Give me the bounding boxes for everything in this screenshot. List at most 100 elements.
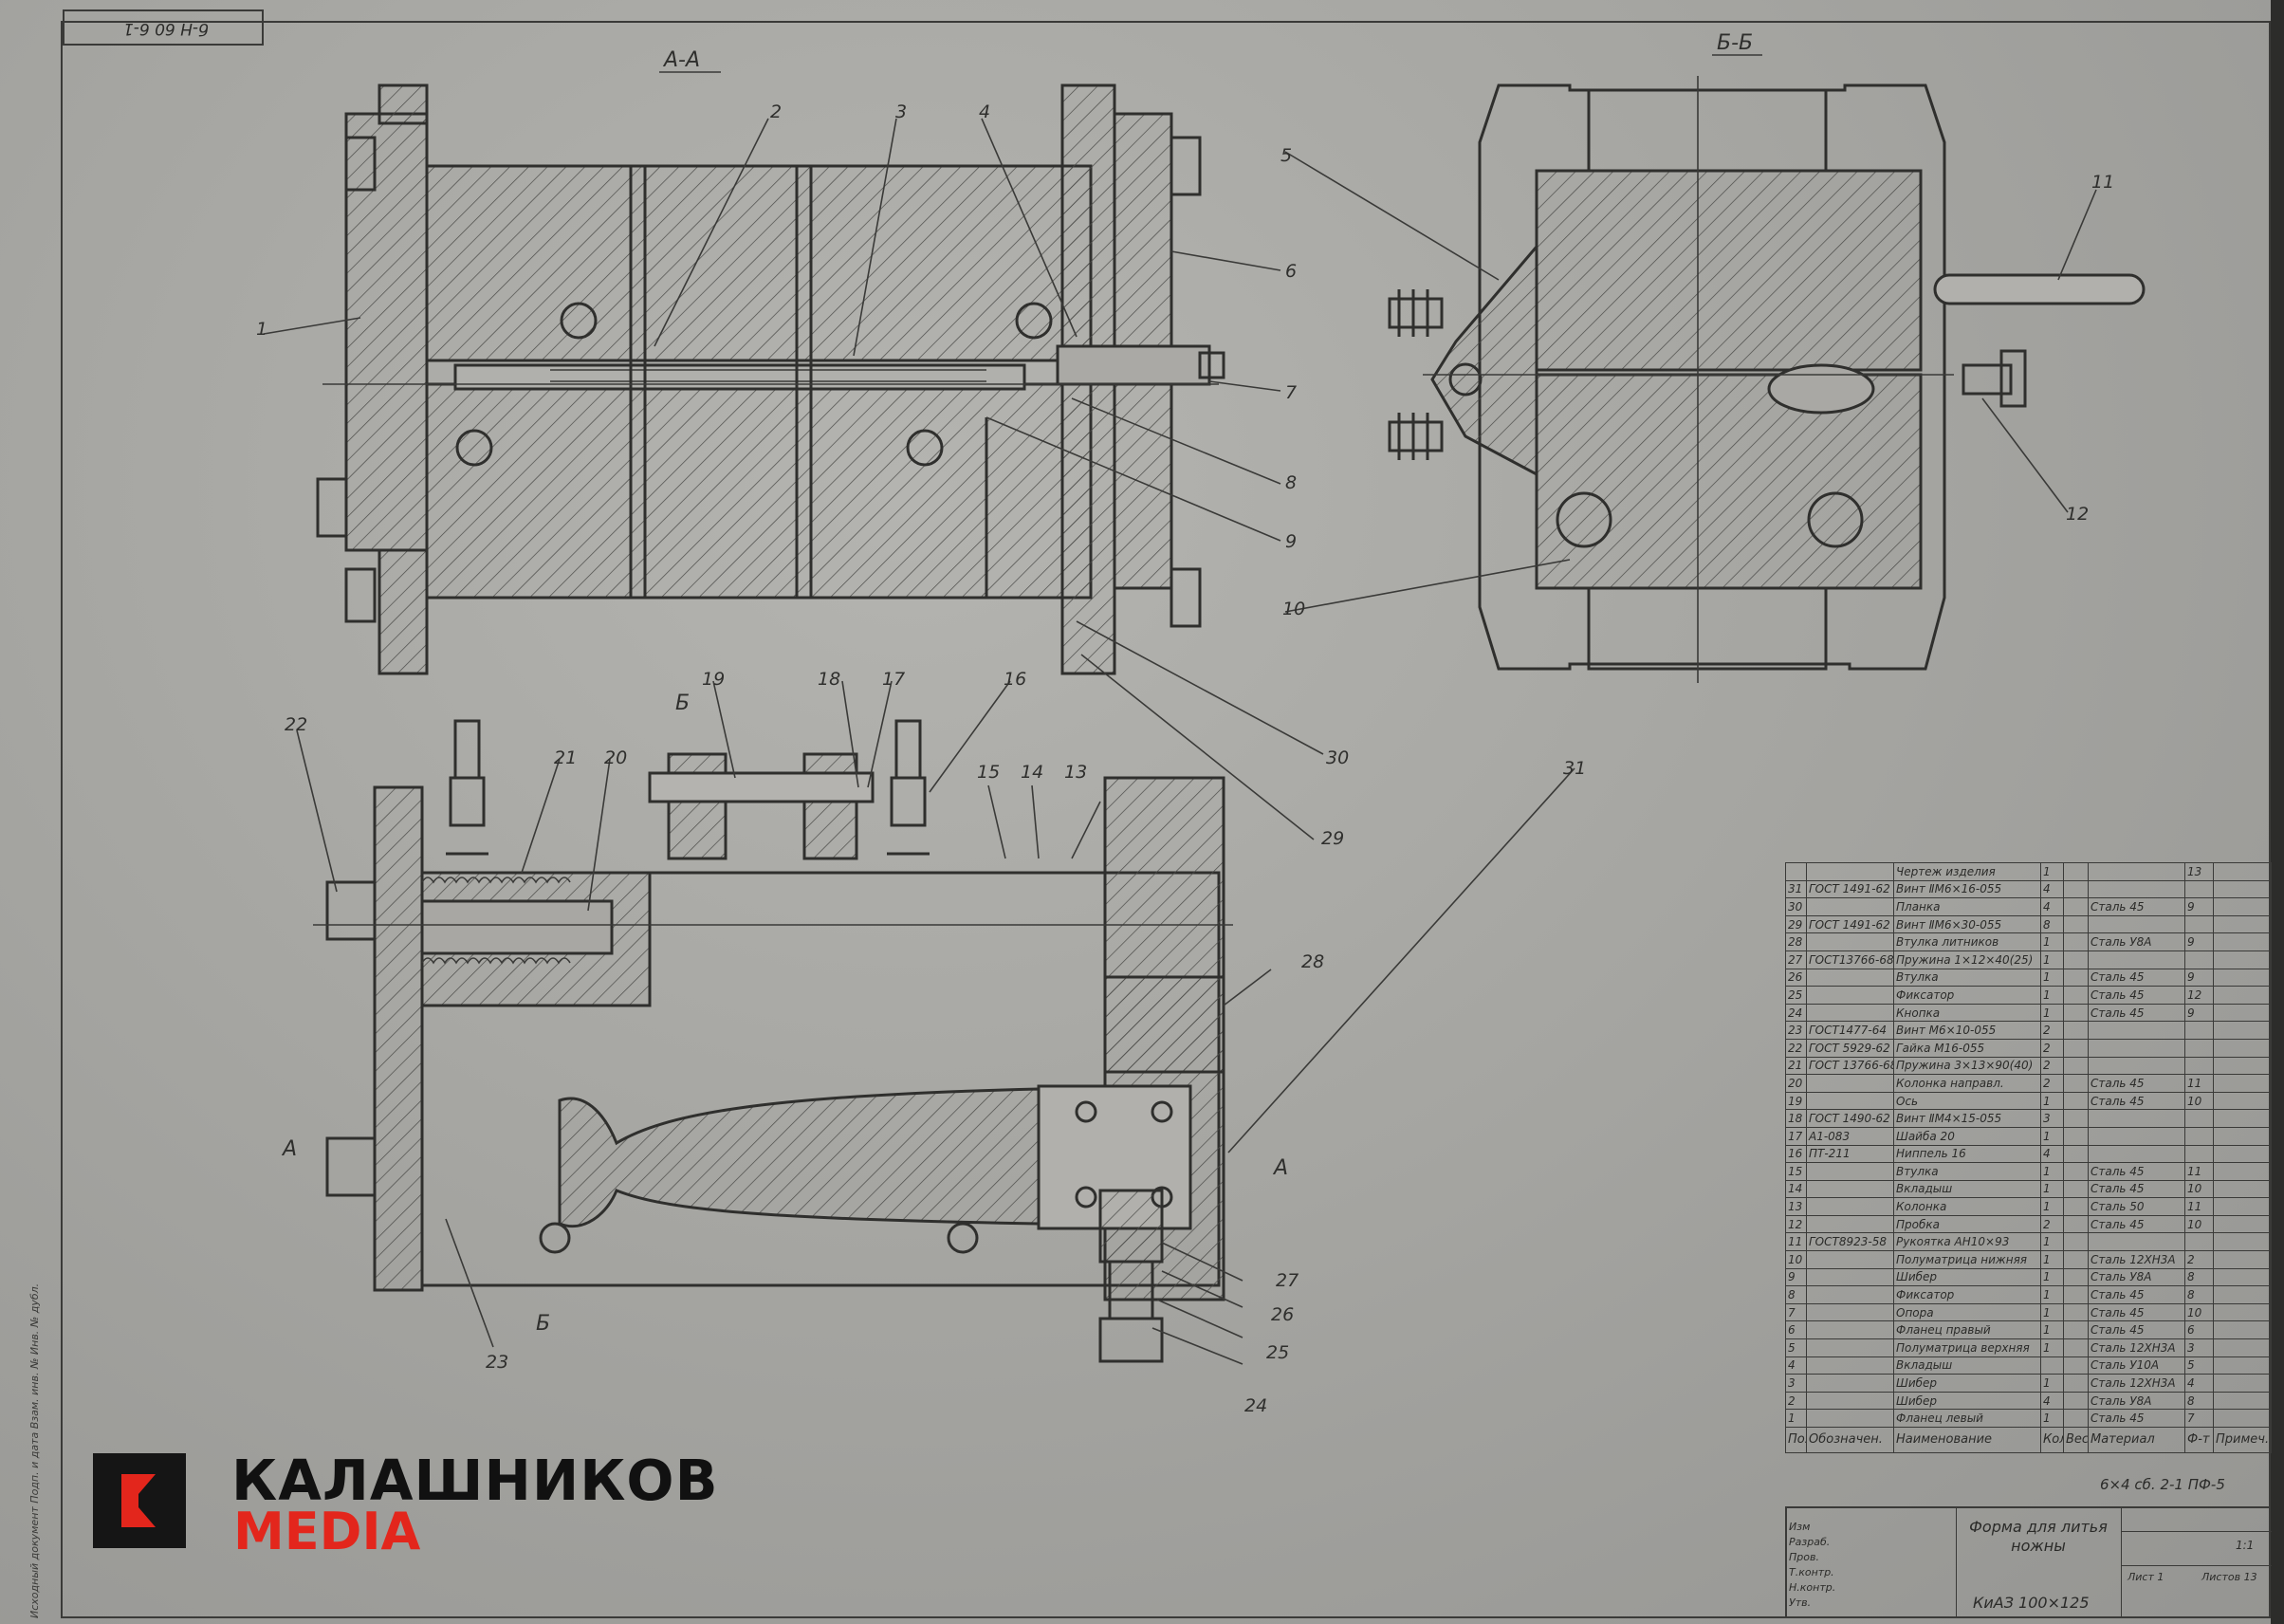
spec-header-mass: Вес <box>2063 1427 2089 1453</box>
spec-cell-pos: 24 <box>1785 1003 1807 1023</box>
scale-value: 1:1 <box>2236 1539 2255 1552</box>
spec-cell-qty: 1 <box>2040 1285 2064 1304</box>
spec-cell-qty: 4 <box>2040 879 2064 899</box>
spec-cell-fmt <box>2184 1056 2214 1076</box>
spec-header-name: Наименование <box>1893 1427 2041 1453</box>
cut-mark-a-left: А <box>281 1137 297 1161</box>
spec-cell-name: Винт М6×10-055 <box>1893 1021 2041 1040</box>
spec-cell-material: Сталь 45 <box>2088 1091 2185 1111</box>
spec-cell-code <box>1806 986 1894 1005</box>
spec-cell-pos: 2 <box>1785 1391 1807 1411</box>
spec-cell-note <box>2213 1302 2272 1322</box>
spec-cell-fmt: 3 <box>2184 1338 2214 1357</box>
spec-cell-material: Сталь 45 <box>2088 1179 2185 1199</box>
spec-cell-pos: 23 <box>1785 1021 1807 1040</box>
spec-cell-qty: 1 <box>2040 1320 2064 1340</box>
spec-cell-fmt: 9 <box>2184 1003 2214 1023</box>
spec-cell-name: Фиксатор <box>1893 986 2041 1005</box>
spec-cell-note <box>2213 1091 2272 1111</box>
spec-cell-material <box>2088 1021 2185 1040</box>
spec-cell-fmt: 7 <box>2184 1409 2214 1428</box>
spec-cell-note <box>2213 968 2272 987</box>
callout-6: 6 <box>1285 261 1297 282</box>
callout-17: 17 <box>882 669 905 690</box>
spec-cell-mass <box>2063 1021 2089 1040</box>
spec-cell-material <box>2088 1056 2185 1076</box>
spec-cell-code <box>1806 1179 1894 1199</box>
spec-cell-material: Сталь 45 <box>2088 1003 2185 1023</box>
spec-cell-mass <box>2063 1232 2089 1252</box>
plan-view <box>313 719 1233 1363</box>
spec-cell-name: Втулка <box>1893 968 2041 987</box>
spec-cell-pos: 29 <box>1785 914 1807 934</box>
spec-cell-code <box>1806 1074 1894 1093</box>
spec-cell-mass <box>2063 1056 2089 1076</box>
title-role: Изм <box>1789 1521 1811 1533</box>
title-role: Разраб. <box>1789 1536 1831 1548</box>
spec-cell-code <box>1806 1197 1894 1216</box>
callout-22: 22 <box>285 714 307 735</box>
spec-cell-note <box>2213 1197 2272 1216</box>
spec-cell-name: Рукоятка АН10×93 <box>1893 1232 2041 1252</box>
spec-cell-note <box>2213 1338 2272 1357</box>
spec-cell-name: Шайба 20 <box>1893 1126 2041 1146</box>
spec-cell-fmt: 10 <box>2184 1214 2214 1234</box>
spec-cell-pos: 6 <box>1785 1320 1807 1340</box>
callout-3: 3 <box>895 102 907 122</box>
spec-cell-material <box>2088 1109 2185 1128</box>
spec-header-code: Обозначен. <box>1806 1427 1894 1453</box>
spec-cell-note <box>2213 914 2272 934</box>
spec-cell-note <box>2213 1214 2272 1234</box>
spec-cell-material: Сталь 12ХН3А <box>2088 1374 2185 1393</box>
spec-cell-note <box>2213 879 2272 899</box>
spec-cell-note <box>2213 1074 2272 1093</box>
kalashnikov-media-logo: КАЛАШНИКОВ MEDIA <box>93 1451 738 1567</box>
spec-cell-mass <box>2063 1074 2089 1093</box>
spec-cell-mass <box>2063 1374 2089 1393</box>
spec-cell-name: Планка <box>1893 897 2041 916</box>
spec-cell-material: Сталь 45 <box>2088 986 2185 1005</box>
spec-cell-name: Шибер <box>1893 1267 2041 1287</box>
spec-cell-mass <box>2063 914 2089 934</box>
spec-cell-qty: 2 <box>2040 1214 2064 1234</box>
spec-cell-code: ГОСТ13766-68 <box>1806 950 1894 969</box>
spec-cell-material: Сталь 45 <box>2088 897 2185 916</box>
spec-cell-fmt <box>2184 914 2214 934</box>
top-left-stamp: б-Н 60 6-1 <box>63 9 264 46</box>
spec-cell-material: Сталь 45 <box>2088 1409 2185 1428</box>
spec-cell-note <box>2213 1003 2272 1023</box>
spec-cell-code <box>1806 1162 1894 1181</box>
callout-16: 16 <box>1004 669 1026 690</box>
spec-cell-material: Сталь 45 <box>2088 968 2185 987</box>
spec-cell-note <box>2213 1038 2272 1058</box>
spec-cell-qty: 1 <box>2040 1126 2064 1146</box>
spec-cell-fmt: 6 <box>2184 1320 2214 1340</box>
spec-cell-material <box>2088 1144 2185 1164</box>
spec-cell-qty: 1 <box>2040 1003 2064 1023</box>
spec-cell-code: ГОСТ 1491-62 <box>1806 879 1894 899</box>
spec-cell-code <box>1806 1409 1894 1428</box>
spec-cell-fmt <box>2184 1144 2214 1164</box>
title-role: Пров. <box>1789 1551 1819 1563</box>
spec-cell-pos: 19 <box>1785 1091 1807 1111</box>
spec-cell-material: Сталь 45 <box>2088 1320 2185 1340</box>
drawing-code: 6×4 сб. 2-1 ПФ-5 <box>2100 1476 2225 1493</box>
spec-cell-note <box>2213 1250 2272 1269</box>
spec-cell-name: Кнопка <box>1893 1003 2041 1023</box>
spec-cell-material: Сталь 45 <box>2088 1214 2185 1234</box>
spec-cell-note <box>2213 897 2272 916</box>
spec-cell-mass <box>2063 1091 2089 1111</box>
spec-cell-material: Сталь 45 <box>2088 1302 2185 1322</box>
callouts: 1 2 3 4 5 6 7 8 9 10 11 12 13 14 15 16 1… <box>256 102 2114 1416</box>
spec-cell-material <box>2088 879 2185 899</box>
spec-cell-fmt <box>2184 1232 2214 1252</box>
spec-cell-material: Сталь 12ХН3А <box>2088 1338 2185 1357</box>
spec-cell-qty: 1 <box>2040 1338 2064 1357</box>
